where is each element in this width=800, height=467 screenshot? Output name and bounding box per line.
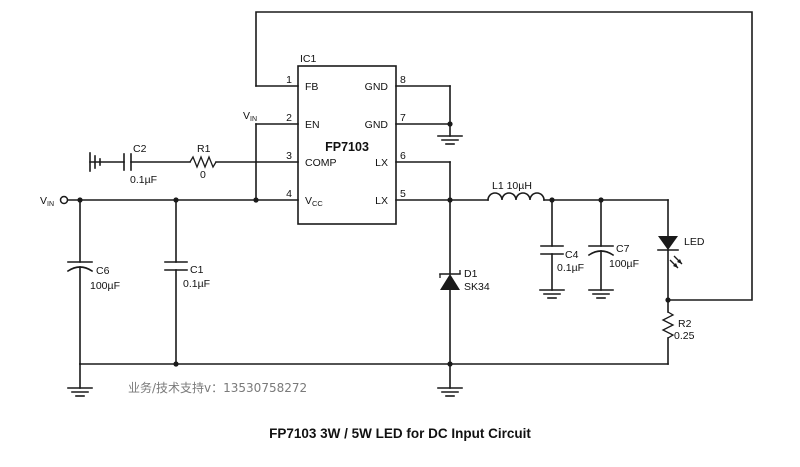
- pin-name: EN: [305, 119, 320, 131]
- ground-icon: [539, 289, 565, 299]
- capacitor-c2: [123, 153, 132, 171]
- comp-ground-symbol: [89, 152, 125, 172]
- capacitor-c7: [587, 199, 615, 291]
- c4-ref: C4: [565, 249, 579, 261]
- inductor-l1: [487, 192, 545, 201]
- junction-dot: [665, 297, 671, 303]
- c1-ref: C1: [190, 264, 204, 276]
- r2-value: 0.25: [674, 330, 695, 342]
- pin-number: 3: [286, 150, 292, 162]
- diode-d1: [439, 270, 461, 365]
- ground-icon: [588, 289, 614, 299]
- c4-value: 0.1µF: [557, 262, 584, 274]
- c1-value: 0.1µF: [183, 278, 210, 290]
- junction-dot: [173, 361, 179, 367]
- led-ref: LED: [684, 236, 705, 248]
- pin-number: 4: [286, 188, 292, 200]
- ground-icon: [67, 363, 93, 397]
- led-icon: [657, 236, 683, 269]
- resistor-r1: [189, 155, 217, 169]
- pin-number: 5: [400, 188, 406, 200]
- figure-caption: FP7103 3W / 5W LED for DC Input Circuit: [269, 426, 531, 441]
- pin-name: COMP: [305, 157, 337, 169]
- pin-name: LX: [375, 157, 388, 169]
- pin-name: FB: [305, 81, 318, 93]
- junction-dot: [253, 197, 259, 203]
- vin-en-label: VIN: [243, 110, 257, 123]
- pin-number: 7: [400, 112, 406, 124]
- ground-icon: [437, 123, 463, 145]
- c2-value: 0.1µF: [130, 174, 157, 186]
- vin-input-label: VIN: [40, 195, 54, 208]
- r1-value: 0: [200, 169, 206, 181]
- pin-name: GND: [365, 119, 389, 131]
- feedback-wire: [255, 11, 753, 301]
- resistor-r2: [661, 311, 675, 339]
- pin-number: 6: [400, 150, 406, 162]
- l1-label: L1 10µH: [492, 180, 532, 192]
- pin-number: 8: [400, 74, 406, 86]
- c6-value: 100µF: [90, 280, 120, 292]
- d1-value: SK34: [464, 281, 490, 293]
- pin-name: GND: [365, 81, 389, 93]
- capacitor-c1: [164, 199, 188, 365]
- c6-ref: C6: [96, 265, 110, 277]
- pin-name: LX: [375, 195, 388, 207]
- r2-ref: R2: [678, 318, 692, 330]
- pin-number: 2: [286, 112, 292, 124]
- pin-name-vcc: VCC: [305, 195, 323, 208]
- d1-ref: D1: [464, 268, 478, 280]
- c7-ref: C7: [616, 243, 630, 255]
- ic-body: [297, 65, 397, 225]
- r1-ref: R1: [197, 143, 211, 155]
- capacitor-c6: [66, 199, 94, 365]
- ic-ref: IC1: [300, 53, 317, 65]
- pin-number: 1: [286, 74, 292, 86]
- capacitor-c4: [540, 199, 564, 291]
- vin-terminal: [59, 195, 69, 205]
- ic-part-number: FP7103: [325, 140, 369, 154]
- c7-value: 100µF: [609, 258, 639, 270]
- ground-icon: [437, 363, 463, 397]
- watermark-contact: 业务/技术支持v：13530758272: [128, 380, 307, 395]
- c2-ref: C2: [133, 143, 147, 155]
